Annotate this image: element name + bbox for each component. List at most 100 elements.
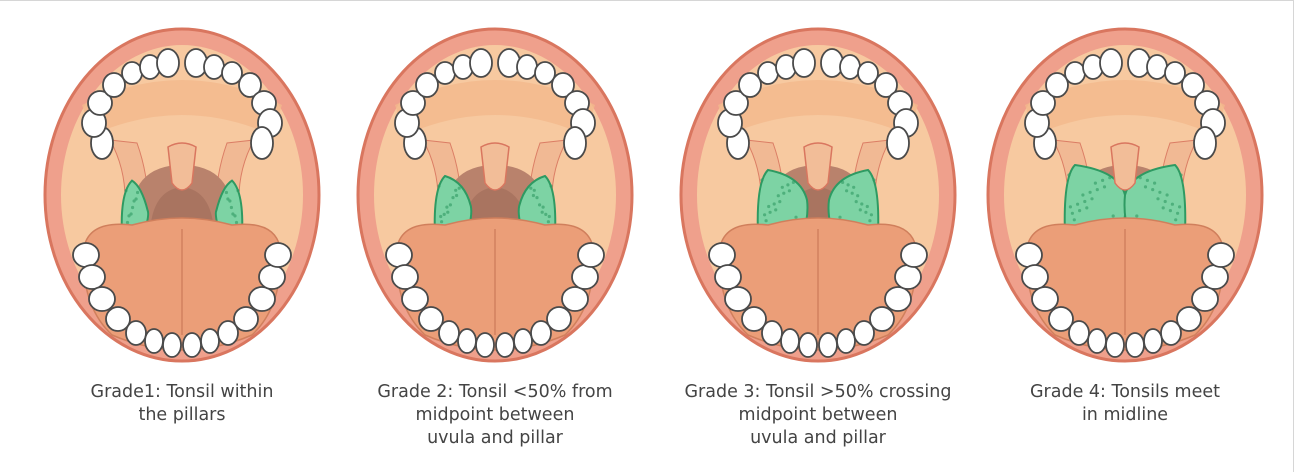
tonsil-texture (1073, 218, 1076, 221)
tonsil-texture (774, 208, 777, 211)
tonsil-texture (1151, 188, 1154, 191)
lower-tooth (514, 329, 532, 353)
tonsil-texture (1158, 191, 1161, 194)
tonsil-texture (1096, 188, 1099, 191)
tonsil-texture (1176, 212, 1179, 215)
lower-tooth (1106, 333, 1124, 357)
panel-grade-3: Grade 3: Tonsil >50% crossing midpoint b… (658, 1, 978, 473)
upper-tooth (1147, 55, 1167, 79)
tonsil-texture (446, 211, 449, 214)
lower-tooth (1032, 287, 1058, 311)
tonsil-texture (792, 181, 795, 184)
tonsil-texture (1071, 212, 1074, 215)
uvula (481, 143, 509, 190)
caption-line: midpoint between (658, 404, 978, 427)
lower-tooth (1069, 321, 1089, 345)
caption-line: uvula and pillar (335, 427, 655, 450)
lower-tooth (725, 287, 751, 311)
lower-tooth (1022, 265, 1048, 289)
tonsil-texture (131, 206, 134, 209)
tonsil-texture (542, 206, 545, 209)
tonsil-texture (532, 194, 535, 197)
tonsil-texture (533, 189, 536, 192)
tonsil-texture (856, 194, 859, 197)
tonsil-texture (868, 219, 871, 222)
lower-tooth (799, 333, 817, 357)
mouth-illustration-grade-4 (965, 15, 1285, 375)
lower-tooth (709, 243, 735, 267)
mouth-illustration-grade-1 (22, 15, 342, 375)
lower-tooth (126, 321, 146, 345)
upper-tooth (157, 49, 179, 77)
tonsil-texture (235, 221, 238, 224)
tonsil-texture (1076, 203, 1079, 206)
caption-line: uvula and pillar (658, 427, 978, 450)
tonsil-texture (547, 220, 550, 223)
tonsil-texture (133, 199, 136, 202)
upper-tooth (251, 127, 273, 159)
tonsil-texture (859, 208, 862, 211)
tonsil-texture (225, 191, 228, 194)
tonsil-texture (1067, 173, 1070, 176)
lower-tooth (392, 265, 418, 289)
tonsil-texture (529, 187, 532, 190)
tonsil-texture (777, 194, 780, 197)
lower-tooth (259, 265, 285, 289)
tonsil-texture (1112, 214, 1115, 217)
upper-tooth (840, 55, 860, 79)
lower-tooth (163, 333, 181, 357)
tonsil-texture (763, 213, 766, 216)
mouth-illustration-grade-3 (658, 15, 978, 375)
upper-tooth (204, 55, 224, 79)
lower-tooth (870, 307, 894, 331)
tonsil-texture (1090, 197, 1093, 200)
upper-tooth (1100, 49, 1122, 77)
lower-tooth (1202, 265, 1228, 289)
tonsil-texture (845, 189, 848, 192)
caption-grade-3: Grade 3: Tonsil >50% crossing midpoint b… (658, 381, 978, 450)
tonsil-texture (781, 186, 784, 189)
uvula (168, 143, 196, 190)
lower-tooth (781, 329, 799, 353)
tonsil-texture (230, 206, 233, 209)
tonsil-texture (1078, 209, 1081, 212)
lower-tooth (819, 333, 837, 357)
lower-tooth (183, 333, 201, 357)
tonsil-texture (127, 214, 130, 217)
tonsil-texture (1164, 200, 1167, 203)
lower-tooth (578, 243, 604, 267)
uvula (804, 143, 832, 190)
caption-line: the pillars (22, 404, 342, 427)
tonsil-texture (786, 183, 789, 186)
tonsil-texture (778, 200, 781, 203)
lower-tooth (1144, 329, 1162, 353)
tonsil-texture (233, 214, 236, 217)
upper-tooth (470, 49, 492, 77)
tonsil-texture (1101, 179, 1104, 182)
upper-tooth (887, 127, 909, 159)
lower-tooth (386, 243, 412, 267)
lower-tooth (1192, 287, 1218, 311)
tonsil-texture (126, 221, 129, 224)
tonsil-texture (1169, 209, 1172, 212)
lower-tooth (249, 287, 275, 311)
lower-tooth (901, 243, 927, 267)
tonsil-texture (1089, 191, 1092, 194)
tonsil-texture (872, 178, 875, 181)
caption-grade-4: Grade 4: Tonsils meet in midline (965, 381, 1285, 427)
tonsil-texture (1179, 173, 1182, 176)
caption-line: midpoint between (335, 404, 655, 427)
lower-tooth (1208, 243, 1234, 267)
tonsil-texture (535, 196, 538, 199)
lower-tooth (496, 333, 514, 357)
tonsil-texture (1081, 193, 1084, 196)
mouth-illustration-grade-2 (335, 15, 655, 375)
lower-tooth (562, 287, 588, 311)
upper-tooth (1194, 127, 1216, 159)
lower-tooth (1126, 333, 1144, 357)
upper-tooth (1065, 62, 1085, 84)
tonsil-texture (773, 202, 776, 205)
tonsil-texture (765, 219, 768, 222)
tonsil-texture (782, 192, 785, 195)
